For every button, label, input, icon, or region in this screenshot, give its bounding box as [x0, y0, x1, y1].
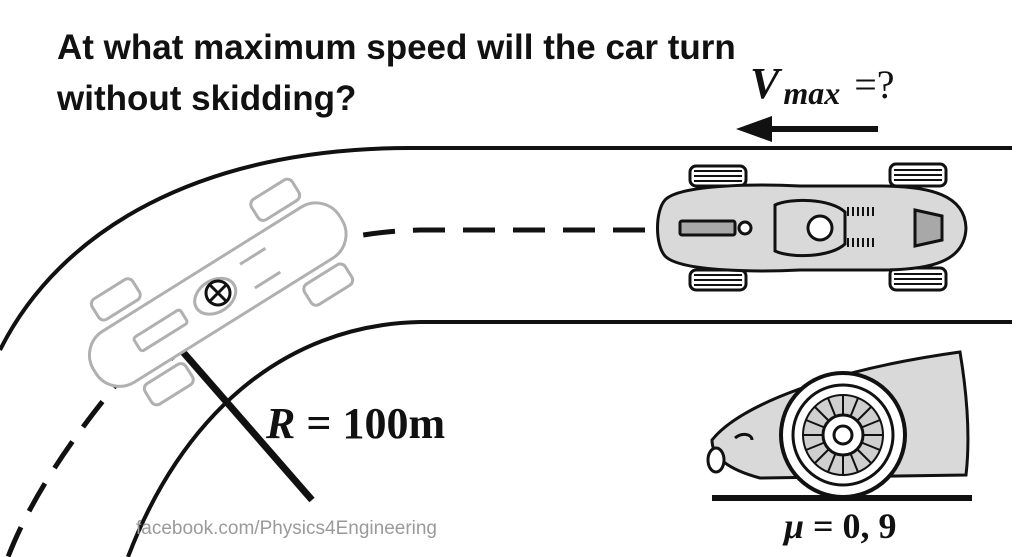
engine-vents — [847, 207, 874, 247]
radius-equals: = — [306, 399, 332, 448]
friction-symbol: μ — [784, 506, 805, 546]
radius-label: R = 100m — [266, 398, 445, 449]
friction-equals: = — [813, 506, 834, 546]
velocity-arrow — [736, 116, 878, 142]
wheel-icon — [779, 371, 907, 499]
speed-symbol: V — [750, 59, 780, 108]
speed-subscript: max — [783, 75, 841, 111]
center-of-mass-icon — [204, 279, 232, 307]
friction-label: μ = 0, 9 — [784, 505, 897, 547]
radius-symbol: R — [266, 399, 296, 448]
speed-unknown: =? — [854, 62, 895, 107]
watermark: facebook.com/Physics4Engineering — [136, 518, 438, 539]
road-outer-edge — [0, 146, 1012, 351]
radius-value: 100m — [342, 399, 446, 448]
question-text: At what maximum speed will the car turn … — [57, 28, 736, 118]
road-inner-edge — [126, 320, 1012, 557]
friction-value: 0, 9 — [842, 506, 897, 546]
race-car-top-view — [656, 162, 968, 292]
